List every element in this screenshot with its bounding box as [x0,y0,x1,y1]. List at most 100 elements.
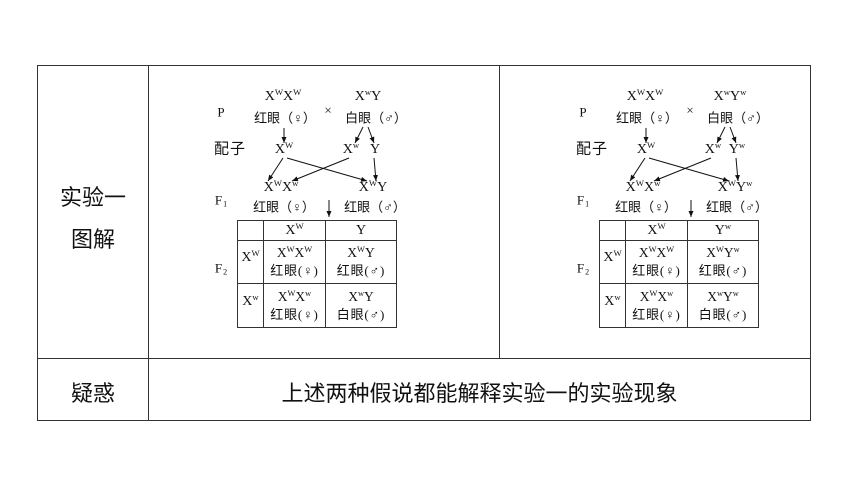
allele-symbol: X [626,89,637,104]
allele-superscript: W [284,140,294,151]
allele-superscript: W [357,245,365,255]
punnett-column-header: XW [626,221,688,241]
offspring-phenotype: 红眼(♀) [632,263,681,278]
generation-label-gametes: 配子 [213,141,247,158]
allele-symbol: X [281,180,293,195]
cross-arrows [629,126,740,217]
allele: XW [295,245,313,260]
parent-to-gamete-arrow [729,126,737,144]
offspring-phenotype: 白眼(♂) [698,306,748,322]
female-gamete: XW [636,141,655,157]
allele-superscript: w [740,87,747,98]
allele-symbol: X [636,142,647,157]
allele-superscript: w [352,140,360,151]
allele-symbol: Y [369,142,381,157]
allele-symbol: X [706,245,717,260]
allele: XW [640,289,658,304]
allele-superscript: W [655,87,664,98]
cross-arrows [267,126,378,217]
male-gamete-genotype: Y [356,223,366,238]
allele-superscript: w [738,140,746,151]
allele-superscript: W [635,178,644,189]
allele-symbol: X [283,89,294,104]
offspring-genotype: XWXw [278,288,311,306]
allele-symbol: X [639,288,650,304]
gamete-to-offspring-arrow [653,157,712,182]
allele-superscript: W [304,245,313,255]
allele-superscript: w [723,87,730,98]
generation-subscript: 1 [223,199,228,209]
offspring-phenotype: 红眼(♂) [698,263,748,278]
allele-superscript: w [714,140,722,151]
allele-symbol: Y [364,288,374,304]
allele-superscript: W [287,288,296,298]
punnett-row-header: XW [600,241,626,284]
f1-male-genotype: XWY [359,179,387,195]
male-gamete-genotype: Yw [714,221,731,238]
allele: Yw [723,289,739,304]
allele-superscript: W [636,87,645,98]
allele-symbol: Y [714,222,725,238]
allele-superscript: W [251,248,260,259]
row-label-text: 疑惑 [70,380,115,406]
punnett-column-header: Yw [688,221,758,241]
allele-symbol: Y [723,288,733,304]
allele-symbol: X [603,250,614,265]
allele: XW [657,245,675,260]
gamete-to-offspring-arrow [734,157,740,182]
allele: XW [639,245,657,260]
offspring-phenotype: 白眼(♂) [336,306,386,322]
gamete-to-offspring-arrow [286,157,368,182]
allele: XW [277,245,295,260]
allele-symbol: X [717,180,728,195]
offspring-genotype: XWXW [277,244,312,262]
allele: Xw [657,289,673,304]
generation-letter: F [576,260,585,276]
allele-symbol: Y [355,222,367,238]
generation-letter: P [579,104,587,120]
allele-symbol: X [274,142,285,157]
allele-superscript: w [716,288,723,298]
allele: XW [647,221,665,238]
allele: XW [636,141,655,157]
parent-female-genotype: XWXW [626,87,664,104]
allele: XW [717,179,736,195]
allele: Y [356,223,366,238]
allele-symbol: X [347,245,358,260]
allele-superscript: W [613,248,622,259]
allele-symbol: X [263,180,274,195]
allele-symbol: X [656,245,667,260]
allele-symbol: X [604,293,615,309]
male-gamete: Yw [729,140,746,157]
offspring-genotype: XWYw [706,244,739,262]
allele-symbol: X [657,288,668,304]
f1-male-genotype: XWYw [717,179,753,195]
allele: Yw [714,221,731,238]
allele-superscript: W [716,245,724,255]
f1-female-genotype: XWXw [263,179,299,195]
female-gamete-genotype: Xw [604,292,620,309]
allele: Y [364,289,374,304]
offspring-phenotype: 红眼(♀) [270,306,319,322]
allele: Xw [604,292,620,309]
generation-subscript: 2 [223,267,228,277]
allele: Yw [736,179,752,195]
female-gamete: XW [274,140,294,157]
f1-female-genotype: XWXw [626,178,661,195]
allele-superscript: w [733,245,740,255]
allele: XW [706,245,724,260]
allele-symbol: X [342,142,353,157]
punnett-corner-cell [600,221,626,241]
generation-label-f2: F2 [215,262,228,277]
gamete-to-offspring-arrow [372,157,378,182]
generation-label-f2: F2 [576,260,589,277]
allele-symbol: X [295,288,306,304]
allele: Y [371,89,381,104]
allele-symbol: Y [730,89,741,104]
male-gamete: Xw [705,140,722,157]
allele-superscript: w [667,288,674,298]
